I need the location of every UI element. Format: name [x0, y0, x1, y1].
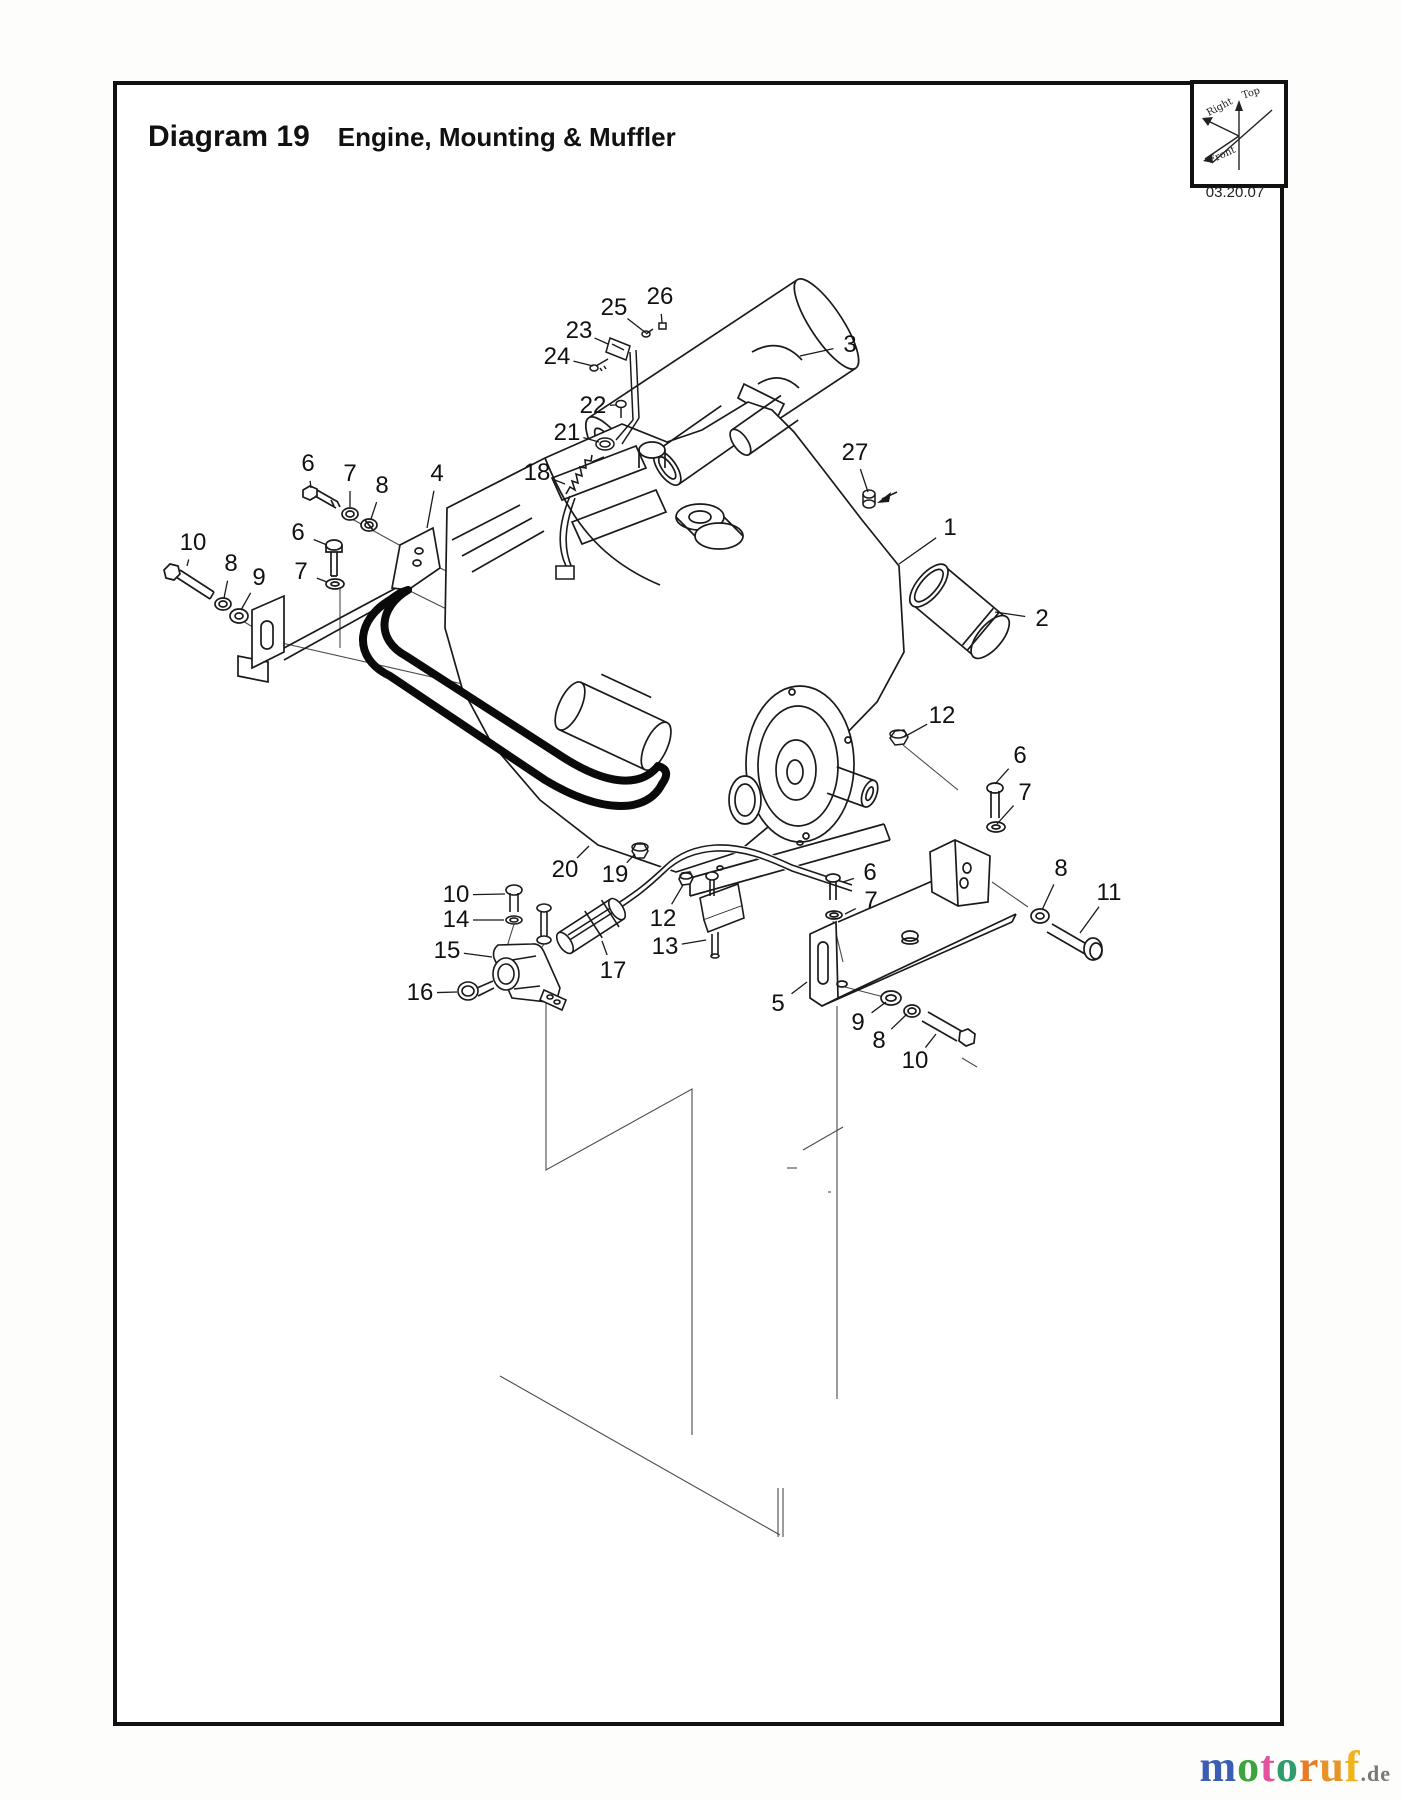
callout-6: 6 [1013, 742, 1027, 769]
callout-2: 2 [1035, 605, 1049, 632]
callout-27: 27 [841, 439, 869, 466]
starter-motor [554, 673, 672, 772]
belt-illustration [359, 586, 671, 810]
callout-7: 7 [343, 460, 357, 487]
revision-date: 03.20.07 [1205, 184, 1265, 201]
orientation-compass-icon: Top Right Front [1190, 80, 1288, 188]
nut-12-upper [889, 729, 909, 746]
callout-21: 21 [553, 419, 581, 446]
callout-6: 6 [301, 450, 315, 477]
bracket-left-illustration [163, 485, 441, 684]
callout-13: 13 [651, 933, 679, 960]
motoruf-logo: motoruf.de [1200, 1741, 1391, 1792]
callout-15: 15 [433, 937, 461, 964]
plug-27 [862, 489, 876, 509]
callout-26: 26 [646, 283, 674, 310]
callout-22: 22 [579, 392, 607, 419]
callout-23: 23 [565, 317, 593, 344]
logo-suffix: .de [1360, 1761, 1391, 1786]
callout-10: 10 [442, 881, 470, 908]
callout-14: 14 [442, 906, 470, 933]
callout-6: 6 [863, 859, 877, 886]
callout-8: 8 [1054, 855, 1068, 882]
callout-5: 5 [771, 990, 785, 1017]
callout-11: 11 [1096, 879, 1122, 906]
callout-10: 10 [901, 1047, 929, 1074]
callout-16: 16 [406, 979, 434, 1006]
callout-12: 12 [928, 702, 956, 729]
logo-text: motoruf [1199, 1742, 1361, 1791]
callout-19: 19 [601, 861, 629, 888]
leader-lines [186, 313, 1100, 1048]
callout-9: 9 [252, 564, 266, 591]
pointer-arrow [877, 491, 898, 503]
page-title: Diagram 19 Engine, Mounting & Muffler [148, 120, 676, 154]
engine-illustration [444, 394, 905, 897]
callout-4: 4 [430, 460, 444, 487]
callout-24: 24 [543, 343, 571, 370]
callout-1: 1 [943, 514, 957, 541]
crankshaft-stub [826, 766, 879, 808]
callout-25: 25 [600, 294, 628, 321]
compass-axes-icon [1202, 100, 1273, 170]
callout-17: 17 [599, 957, 627, 984]
rod-17-illustration [555, 843, 854, 955]
diagram-title: Engine, Mounting & Muffler [337, 122, 676, 152]
bracket-right-illustration [809, 782, 1103, 1047]
diagram-number: Diagram 19 [148, 120, 310, 153]
callout-8: 8 [224, 550, 238, 577]
callout-8: 8 [375, 472, 389, 499]
callout-10: 10 [179, 529, 207, 556]
engine-mount-illustration [457, 884, 568, 1012]
callout-8: 8 [872, 1027, 886, 1054]
callout-7: 7 [864, 887, 878, 914]
muffler-strap [751, 344, 803, 389]
mount-block-illustration [678, 871, 745, 959]
oil-filter-illustration [908, 563, 1011, 660]
callout-12: 12 [649, 905, 677, 932]
nut-19 [631, 842, 649, 859]
callout-6: 6 [291, 519, 305, 546]
callout-3: 3 [843, 331, 857, 358]
callout-20: 20 [551, 856, 579, 883]
spark-wire-illustration [555, 454, 605, 580]
callout-7: 7 [1018, 779, 1032, 806]
intake-elbow-icon [652, 404, 745, 486]
callout-7: 7 [294, 558, 308, 585]
callout-9: 9 [851, 1009, 865, 1036]
clamp-strip-illustration [589, 322, 667, 451]
callout-18: 18 [523, 459, 551, 486]
